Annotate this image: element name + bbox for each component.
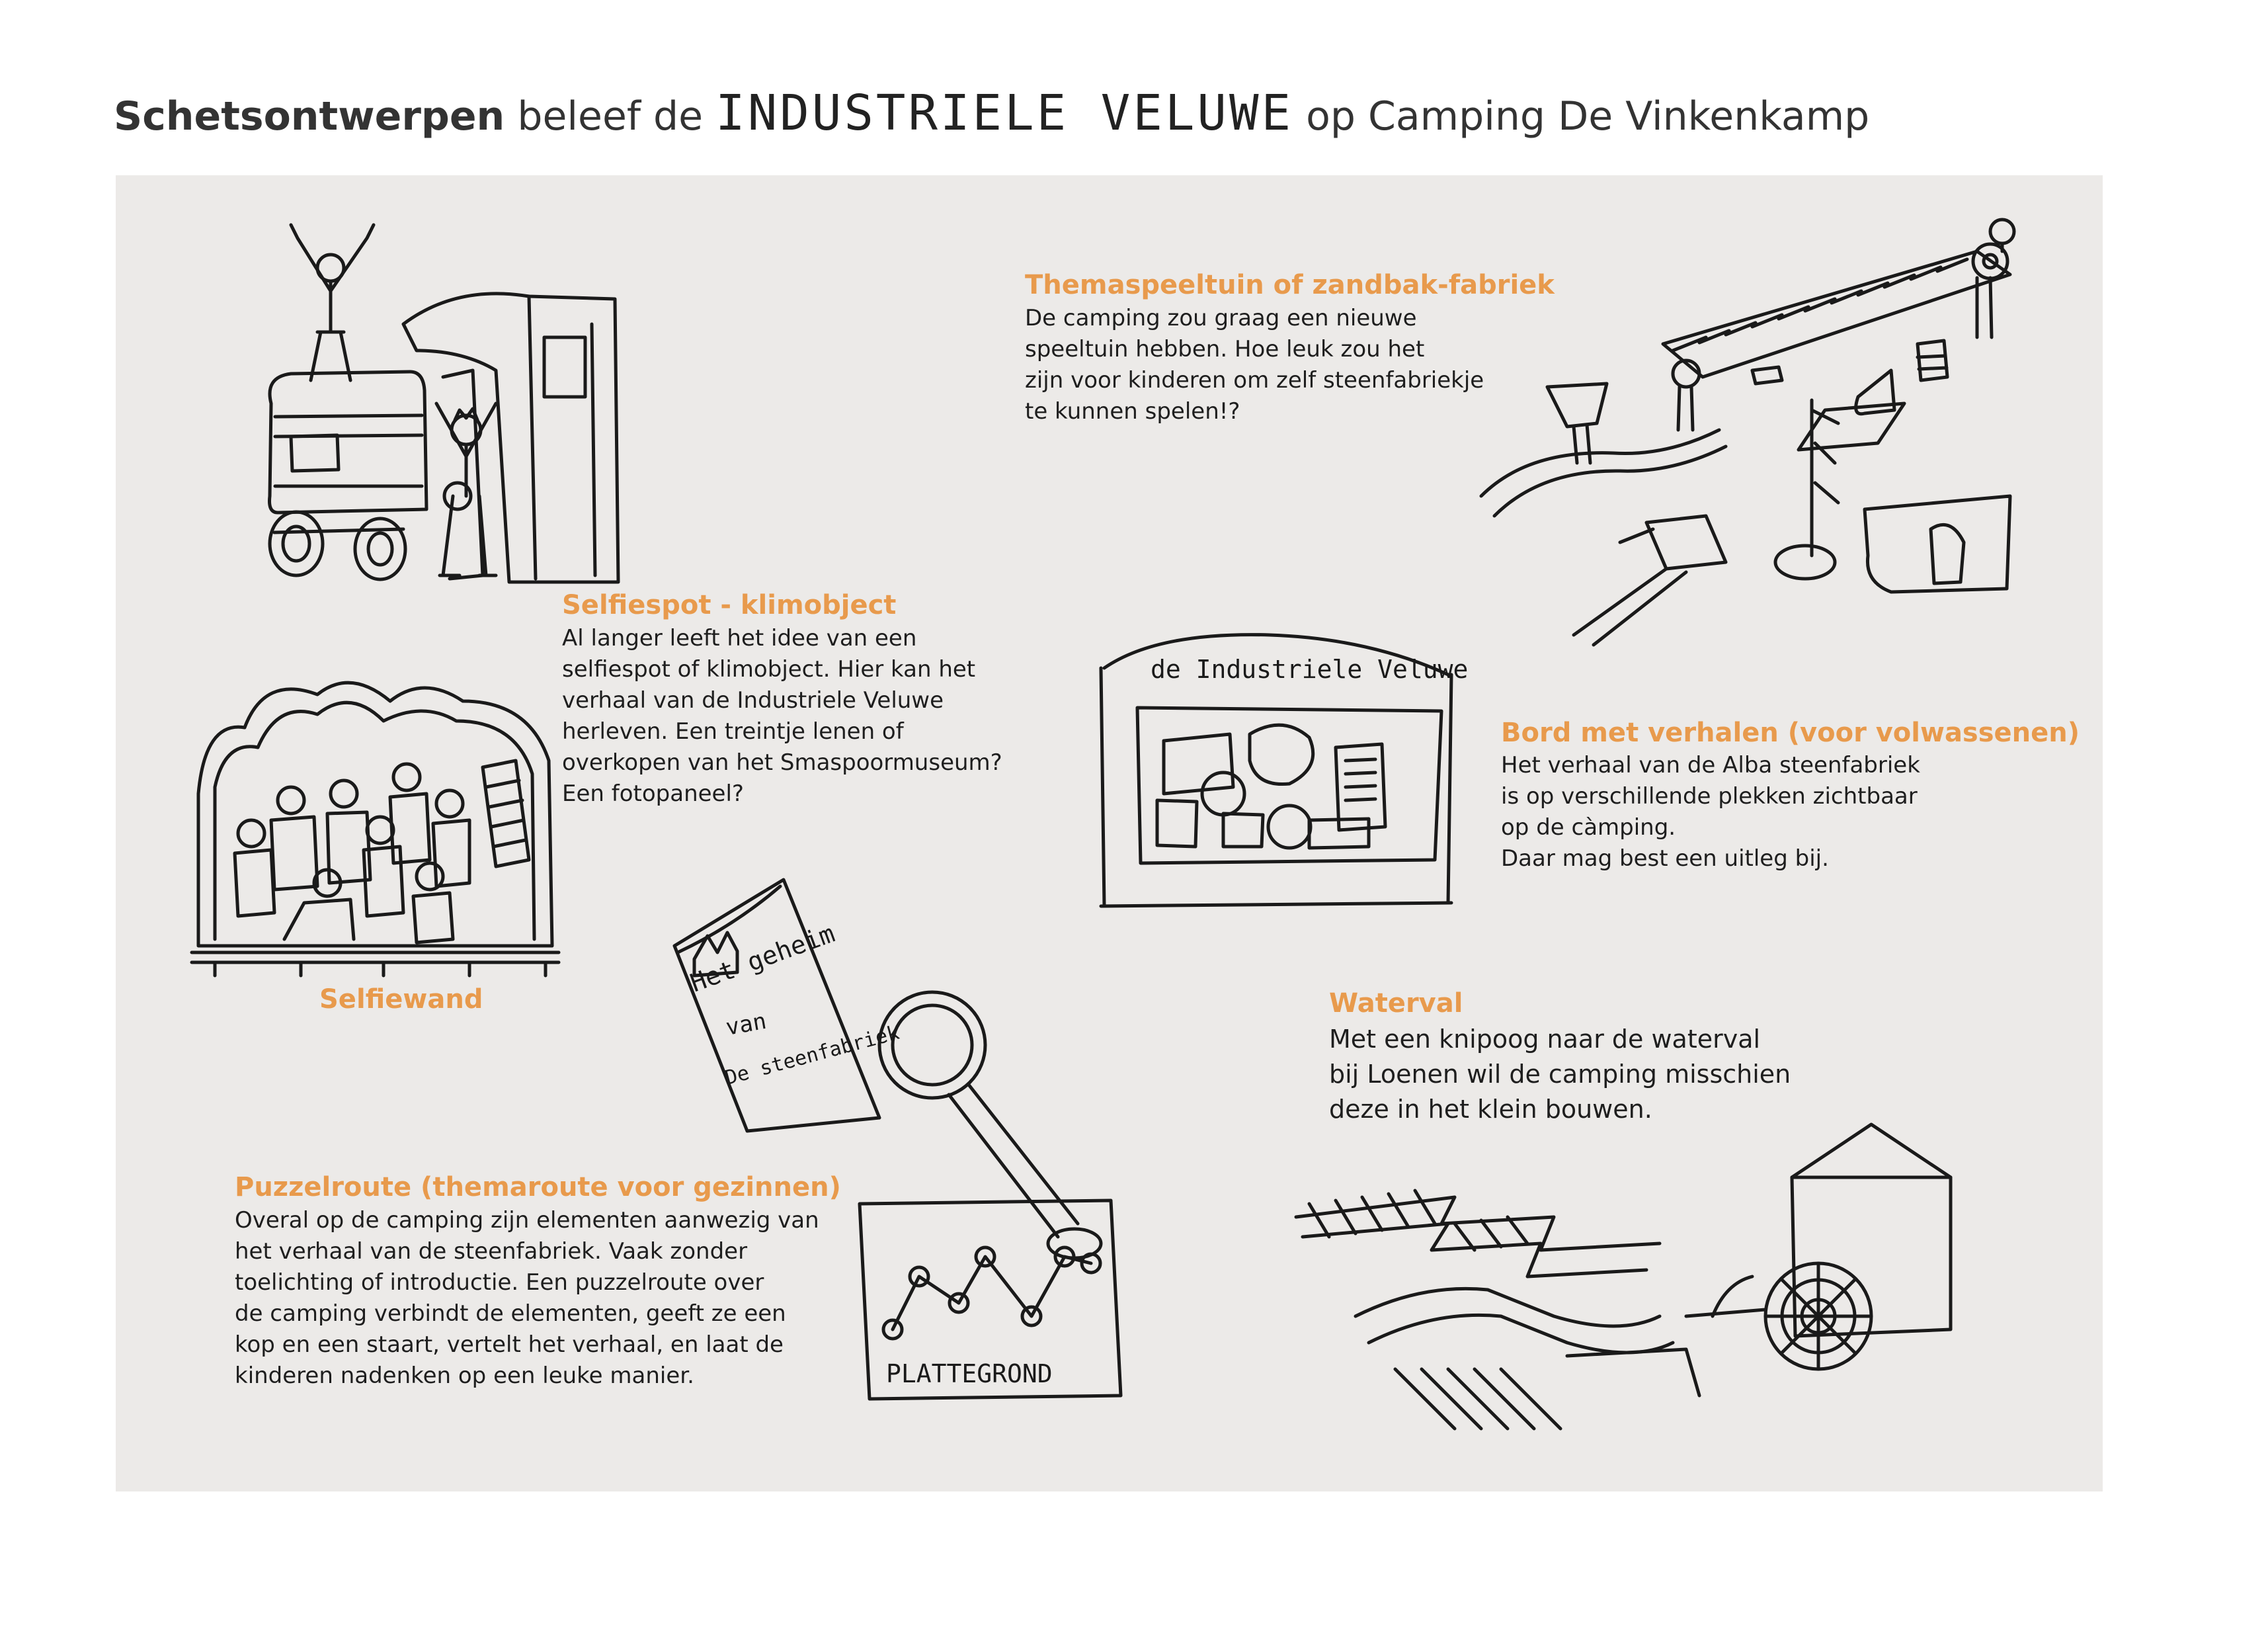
- bord-heading: Bord met verhalen (voor volwassenen): [1501, 718, 2080, 748]
- playground-sketch: [1479, 218, 2016, 647]
- puzzelroute-heading: Puzzelroute (themaroute voor gezinnen): [235, 1172, 841, 1202]
- bord-body: Het verhaal van de Alba steenfabriek is …: [1501, 752, 1920, 872]
- selfiewand-label: Selfiewand: [319, 984, 483, 1015]
- selfiewand-sketch: [190, 681, 561, 978]
- sign-text: de Industriele Veluwe: [1151, 655, 1468, 684]
- title-post: op Camping De Vinkenkamp: [1306, 93, 1870, 140]
- train-sketch: [268, 223, 620, 584]
- title-pre: beleef de: [517, 93, 704, 140]
- waterval-heading: Waterval: [1329, 988, 1463, 1019]
- waterval-body: Met een knipoog naar de waterval bij Loe…: [1329, 1025, 1791, 1124]
- selfiespot-body: Al langer leeft het idee van een selfies…: [562, 625, 1002, 807]
- book-line-2: van: [724, 1008, 768, 1041]
- waterval-sketch: [1294, 1122, 1953, 1431]
- poster-panel: [116, 175, 2103, 1491]
- themaspeeltuin-body: De camping zou graag een nieuwe speeltui…: [1025, 305, 1484, 425]
- bord-sketch: de Industriele Veluwe: [1099, 633, 1468, 908]
- page-title: Schetsontwerpen beleef de INDUSTRIELE VE…: [114, 85, 1869, 142]
- themaspeeltuin-heading: Themaspeeltuin of zandbak-fabriek: [1025, 270, 1555, 300]
- puzzel-sketch: Het geheim van De steenfabriek PLATTEGRO…: [672, 878, 1123, 1401]
- title-hand-lettering: INDUSTRIELE VELUWE: [715, 85, 1294, 142]
- map-label: PLATTEGROND: [886, 1359, 1053, 1388]
- title-bold: Schetsontwerpen: [114, 93, 505, 140]
- selfiespot-heading: Selfiespot - klimobject: [562, 590, 897, 620]
- puzzelroute-body: Overal op de camping zijn elementen aanw…: [235, 1207, 819, 1389]
